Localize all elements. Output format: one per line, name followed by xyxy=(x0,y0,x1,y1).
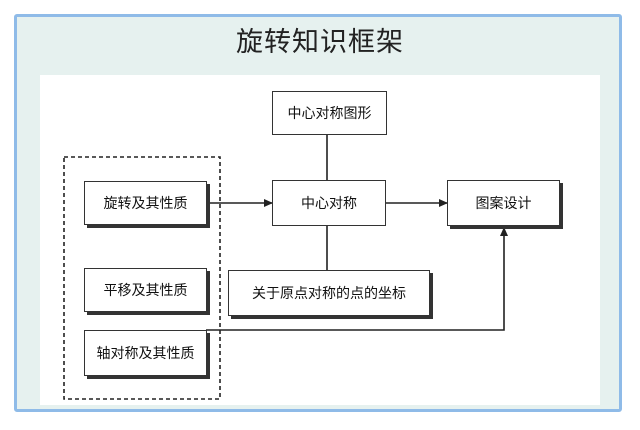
node-center-symmetric-figure: 中心对称图形 xyxy=(272,91,387,135)
node-pattern-design: 图案设计 xyxy=(447,180,560,226)
node-center-symmetry: 中心对称 xyxy=(272,180,386,226)
node-translation-properties: 平移及其性质 xyxy=(84,268,207,312)
left-group-dashed-border xyxy=(63,156,221,400)
page-title: 旋转知识框架 xyxy=(236,27,404,58)
arrow-axial-to-design xyxy=(206,227,508,331)
node-rotation-properties: 旋转及其性质 xyxy=(84,181,207,225)
node-origin-symmetric-coords: 关于原点对称的点的坐标 xyxy=(228,270,430,316)
node-axial-symmetry-properties: 轴对称及其性质 xyxy=(84,330,207,376)
